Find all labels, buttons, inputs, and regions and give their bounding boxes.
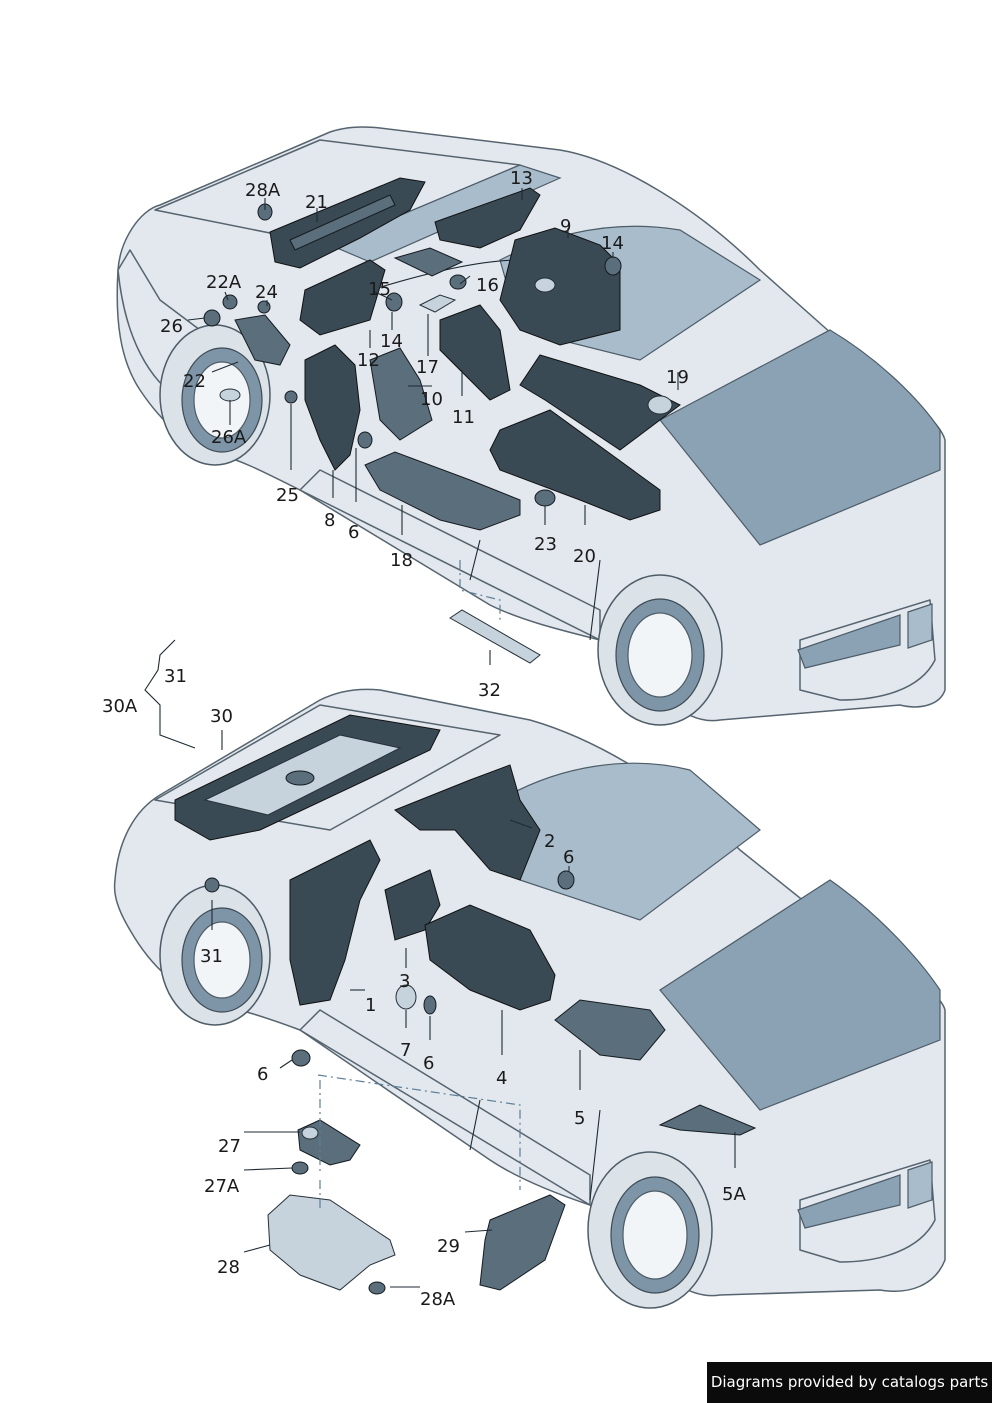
callout-22: 22 bbox=[183, 371, 206, 392]
callout-6-left: 6 bbox=[257, 1064, 268, 1085]
callout-10: 10 bbox=[420, 389, 443, 410]
callout-29: 29 bbox=[437, 1236, 460, 1257]
callout-13: 13 bbox=[510, 168, 533, 189]
callout-16: 16 bbox=[476, 275, 499, 296]
callout-6-top: 6 bbox=[348, 522, 359, 543]
callout-5: 5 bbox=[574, 1108, 585, 1129]
top-car-insulation-parts bbox=[203, 177, 681, 664]
callout-17: 17 bbox=[416, 357, 439, 378]
callout-3: 3 bbox=[399, 971, 410, 992]
callout-6-mid: 6 bbox=[423, 1053, 434, 1074]
callout-22A: 22A bbox=[206, 272, 242, 293]
callout-labels: 28A 21 13 9 14 22A 24 15 16 26 14 12 17 … bbox=[102, 168, 746, 1310]
callout-1: 1 bbox=[365, 995, 376, 1016]
callout-21: 21 bbox=[305, 192, 328, 213]
callout-31-bottom: 31 bbox=[200, 946, 223, 967]
attribution-footer: Diagrams provided by catalogs parts bbox=[707, 1362, 992, 1403]
callout-28: 28 bbox=[217, 1257, 240, 1278]
callout-26: 26 bbox=[160, 316, 183, 337]
callout-25: 25 bbox=[276, 485, 299, 506]
callout-30: 30 bbox=[210, 706, 233, 727]
callout-8: 8 bbox=[324, 510, 335, 531]
callout-7: 7 bbox=[400, 1040, 411, 1061]
callout-28A-bottom: 28A bbox=[420, 1289, 456, 1310]
callout-20: 20 bbox=[573, 546, 596, 567]
callout-12: 12 bbox=[357, 350, 380, 371]
callout-14-right: 14 bbox=[601, 233, 624, 254]
callout-27A: 27A bbox=[204, 1176, 240, 1197]
guide-lines bbox=[317, 560, 521, 1210]
bottom-car-insulation-parts bbox=[174, 714, 757, 1295]
callout-28A-top: 28A bbox=[245, 180, 281, 201]
callout-5A: 5A bbox=[722, 1184, 746, 1205]
callout-14-mid: 14 bbox=[380, 331, 403, 352]
callout-27: 27 bbox=[218, 1136, 241, 1157]
callout-26A: 26A bbox=[211, 427, 247, 448]
leader-lines bbox=[144, 188, 736, 1288]
callout-2: 2 bbox=[544, 831, 555, 852]
callout-11: 11 bbox=[452, 407, 475, 428]
callout-4: 4 bbox=[496, 1068, 507, 1089]
callout-18: 18 bbox=[390, 550, 413, 571]
callout-31-top: 31 bbox=[164, 666, 187, 687]
callout-15: 15 bbox=[368, 279, 391, 300]
callout-24: 24 bbox=[255, 282, 278, 303]
callout-23: 23 bbox=[534, 534, 557, 555]
callout-30A: 30A bbox=[102, 696, 138, 717]
callout-32: 32 bbox=[478, 680, 501, 701]
callout-6-right: 6 bbox=[563, 847, 574, 868]
callout-19: 19 bbox=[666, 367, 689, 388]
callout-9: 9 bbox=[560, 216, 571, 237]
